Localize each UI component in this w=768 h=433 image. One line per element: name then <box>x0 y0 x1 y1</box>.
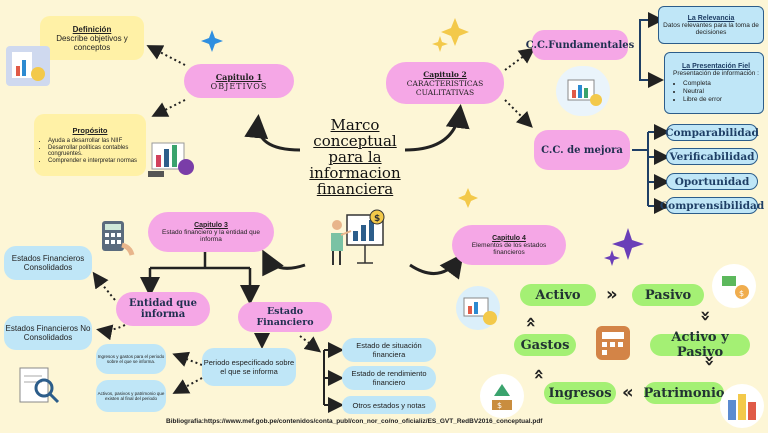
presentacion-item: Completa <box>683 80 722 87</box>
center-title: Marco conceptual para la informacion fin… <box>309 116 401 198</box>
proposito-item: Desarrollar políticas contables congruen… <box>48 145 146 157</box>
sparkle-icon <box>201 30 223 52</box>
chart-illustration <box>146 135 198 181</box>
mejora-comprensibilidad: Comprensibilidad <box>660 197 764 214</box>
chapter-1-label: Capitulo 1 <box>215 71 263 82</box>
relevancia-text: Datos relevantes para la toma de decisio… <box>663 21 759 36</box>
svg-text:»: » <box>695 310 716 322</box>
presentacion-text: Presentación de información : <box>673 69 759 77</box>
definicion-text: Describe objetivos y conceptos <box>56 33 128 52</box>
definicion-title: Definición <box>72 24 112 34</box>
ef-item-rendimiento: Estado de rendimiento financiero <box>342 366 436 390</box>
proposito-item: Ayuda a desarrollar las NIIF <box>48 138 146 144</box>
arrow-center-cap3 <box>262 249 306 277</box>
proposito-item: Comprender e interpretar normas <box>48 158 146 164</box>
svg-text:»: » <box>528 368 549 380</box>
periodo-card: Periodo especificado sobre el que se inf… <box>202 348 296 386</box>
consolidados-card: Estados Financieros Consolidados <box>4 246 92 280</box>
svg-text:»: » <box>606 284 618 305</box>
bibliografia: Bibliografia:https://www.mef.gob.pe/cont… <box>166 418 543 425</box>
calculator-illustration-2 <box>590 320 638 366</box>
svg-text:$: $ <box>497 401 502 410</box>
elemento-ingresos: Ingresos <box>544 382 616 404</box>
sparkle-icon <box>612 228 644 260</box>
elemento-pasivo: Pasivo <box>632 284 704 306</box>
chapter-2-bubble: Capitulo 2 CARACTERISTICAS CUALITATIVAS <box>386 62 504 104</box>
relevancia-title: La Relevancia <box>687 14 735 22</box>
no-consolidados-card: Estados Financieros No Consolidados <box>4 316 92 350</box>
chapter-2-label: Capitulo 2 <box>423 69 467 79</box>
ingresos-gastos-card: Ingresos y gastos para el periodo sobre … <box>96 344 166 374</box>
chapter-1-bubble: Capitulo 1 OBJETIVOS <box>184 64 294 98</box>
chapter-2-title: CARACTERISTICAS CUALITATIVAS <box>406 78 484 97</box>
chapter-3-title: Estado financiero y la entidad que infor… <box>162 228 260 243</box>
analysis-illustration <box>556 66 610 116</box>
sparkle-icon <box>458 188 478 208</box>
sparkle-icon <box>432 36 448 52</box>
calculator-illustration <box>92 215 136 259</box>
mejora-verificabilidad: Verificabilidad <box>666 148 758 165</box>
chapter-1-title: OBJETIVOS <box>210 81 268 91</box>
arrow-center-cap1 <box>244 114 301 152</box>
svg-text:$: $ <box>374 214 380 224</box>
presenter-illustration: $ <box>325 205 387 269</box>
cc-mejora: C.C. de mejora <box>534 130 630 170</box>
presentacion-card: La Presentación Fiel Presentación de inf… <box>664 52 764 114</box>
svg-text:»: » <box>699 355 720 367</box>
presentacion-item: Libre de error <box>683 96 722 103</box>
presentacion-item: Neutral <box>683 88 722 95</box>
growth-illustration: $ <box>478 372 526 420</box>
elemento-activo: Activo <box>520 284 596 306</box>
magnifier-illustration <box>14 364 64 406</box>
ef-item-situacion: Estado de situación financiera <box>342 338 436 362</box>
definicion-card: Definición Describe objetivos y concepto… <box>40 16 144 60</box>
elemento-gastos: Gastos <box>514 334 576 356</box>
money-illustration: $ <box>708 262 760 310</box>
chapter-3-bubble: Capitulo 3 Estado financiero y la entida… <box>148 212 274 252</box>
sparkle-icon <box>604 250 620 266</box>
chapter-4-title: Elementos de los estados financieros <box>471 241 547 256</box>
svg-text:$: $ <box>739 289 744 298</box>
mejora-oportunidad: Oportunidad <box>666 173 758 190</box>
activos-pasivos-card: Activos, pasivos y patrimonio que existe… <box>96 380 166 412</box>
elemento-activo-pasivo: Activo y Pasivo <box>650 330 750 360</box>
proposito-title: Propósito <box>72 125 108 135</box>
proposito-card: Propósito Ayuda a desarrollar las NIIF D… <box>34 114 146 176</box>
arrow-center-cap2 <box>404 104 470 152</box>
chapter-4-bubble: Capitulo 4 Elementos de los estados fina… <box>452 225 566 265</box>
chapter-4-label: Capitulo 4 <box>492 234 526 242</box>
estado-financiero: Estado Financiero <box>238 302 332 332</box>
cc-fundamentales: C.C.Fundamentales <box>526 30 634 60</box>
chapter-3-label: Capitulo 3 <box>194 221 228 229</box>
city-illustration <box>718 382 766 428</box>
relevancia-card: La Relevancia Datos relevantes para la t… <box>658 6 764 44</box>
presentacion-title: La Presentación Fiel <box>681 62 751 70</box>
sparkle-icon <box>441 18 469 46</box>
entidad-informa: Entidad que informa <box>116 292 210 326</box>
mejora-comparabilidad: Comparabilidad <box>665 124 759 141</box>
ef-item-otros: Otros estados y notas <box>342 396 436 414</box>
svg-text:«: « <box>622 382 634 403</box>
finance-illustration <box>448 284 508 334</box>
report-illustration <box>6 46 50 86</box>
arrow-center-cap4 <box>409 253 464 280</box>
elemento-patrimonio: Patrimonio <box>643 382 725 404</box>
svg-text:»: » <box>520 316 541 328</box>
